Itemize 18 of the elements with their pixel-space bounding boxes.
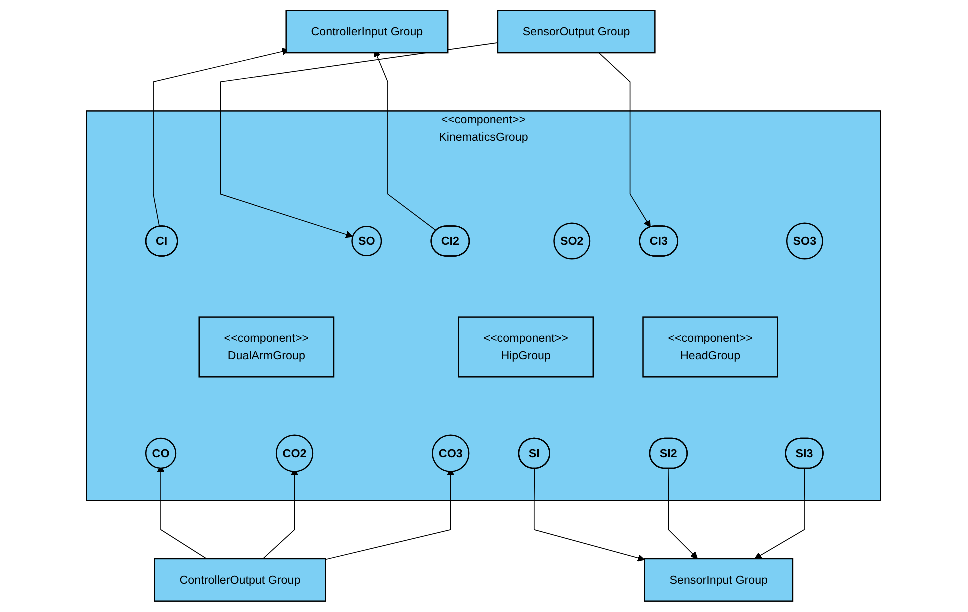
node-circle: CO2: [276, 434, 314, 472]
node-box: SensorOutput Group: [498, 10, 656, 54]
node-box: <<component>> DualArmGroup: [199, 316, 335, 378]
node-circle: CO: [146, 438, 177, 470]
node-circle: SO: [352, 226, 382, 257]
node-box: ControllerInput Group: [286, 10, 450, 54]
node-box: <<component>> HeadGroup: [642, 316, 779, 378]
node-circle: SO3: [786, 222, 824, 260]
node-box: <<component>> HipGroup: [458, 316, 594, 378]
node-box: ControllerOutput Group: [154, 558, 327, 602]
node-circle: CO3: [432, 434, 470, 472]
node-box: SensorInput Group: [644, 558, 794, 602]
arrow: [754, 468, 806, 560]
arrow: [534, 468, 646, 562]
node-circle: SO2: [554, 222, 591, 260]
arrow: [668, 468, 698, 560]
arrow: [220, 42, 499, 238]
arrow: [599, 52, 652, 228]
